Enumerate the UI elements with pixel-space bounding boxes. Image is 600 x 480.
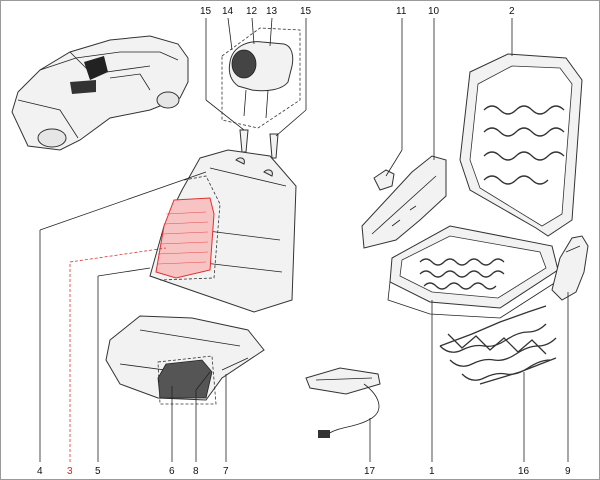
callout-15-right: 15 (300, 6, 312, 17)
heater-element-17 (305, 367, 381, 438)
callout-labels: 15 14 12 13 15 11 10 2 4 3 5 6 8 7 17 1 … (37, 6, 571, 477)
callout-1: 1 (429, 466, 435, 477)
callout-8: 8 (193, 466, 199, 477)
callout-6: 6 (169, 466, 175, 477)
callout-3: 3 (67, 466, 73, 477)
callout-9: 9 (565, 466, 571, 477)
callout-14: 14 (222, 6, 234, 17)
headrest-assembly (221, 27, 301, 159)
callout-4: 4 (37, 466, 43, 477)
callout-17: 17 (364, 466, 376, 477)
callout-10: 10 (428, 6, 440, 17)
seat-frame (387, 53, 583, 319)
callout-16: 16 (518, 466, 530, 477)
callout-15-left: 15 (200, 6, 212, 17)
callout-13: 13 (266, 6, 278, 17)
leader-lines (39, 17, 569, 462)
side-cover-9 (551, 235, 589, 301)
callout-7: 7 (223, 466, 229, 477)
spring-mat-16 (439, 305, 557, 385)
seat-back (149, 149, 297, 313)
side-trim-10-11 (361, 155, 447, 249)
seat-cushion (105, 315, 265, 405)
car-thumbnail (11, 35, 189, 151)
callout-11: 11 (396, 6, 407, 17)
callout-5: 5 (95, 466, 101, 477)
callout-12: 12 (246, 6, 258, 17)
callout-2: 2 (509, 6, 515, 17)
